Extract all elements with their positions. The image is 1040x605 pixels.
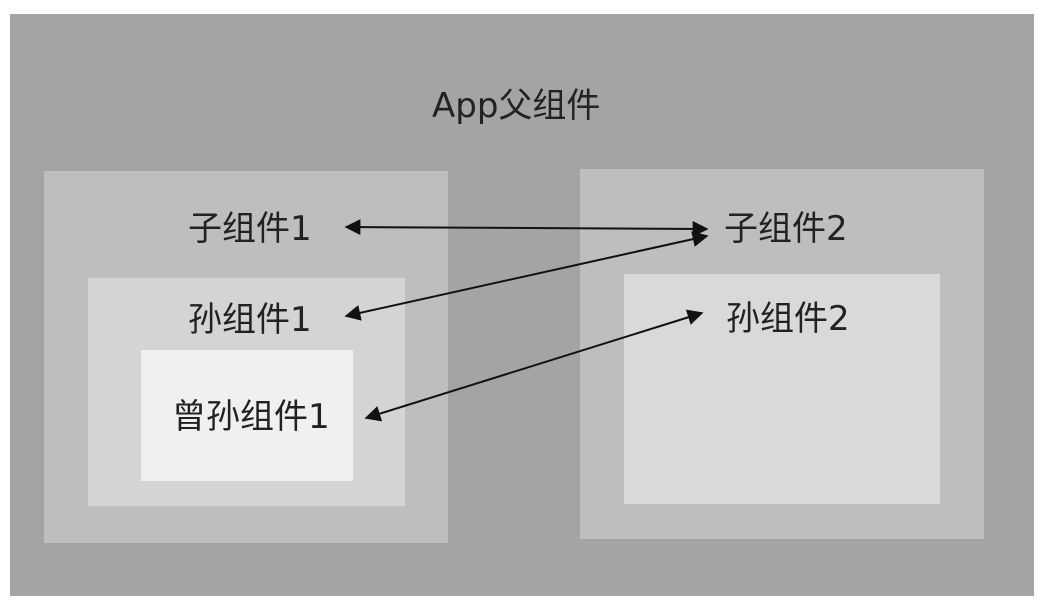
- great-grandchild-component-1-label: 曾孙组件1: [172, 397, 330, 437]
- great-grandchild-component-1-box: [141, 350, 353, 481]
- grandchild-component-1-label: 孙组件1: [188, 300, 312, 340]
- child-component-2-label: 子组件2: [724, 209, 848, 249]
- arrow-child1-child2: [344, 219, 709, 237]
- grandchild-component-2-label: 孙组件2: [726, 299, 850, 339]
- app-parent-label: App父组件: [432, 86, 601, 126]
- child-component-1-label: 子组件1: [188, 209, 312, 249]
- arrow-great-grandchild1-grandchild2: [364, 309, 704, 422]
- arrow-grandchild1-child2: [344, 231, 709, 321]
